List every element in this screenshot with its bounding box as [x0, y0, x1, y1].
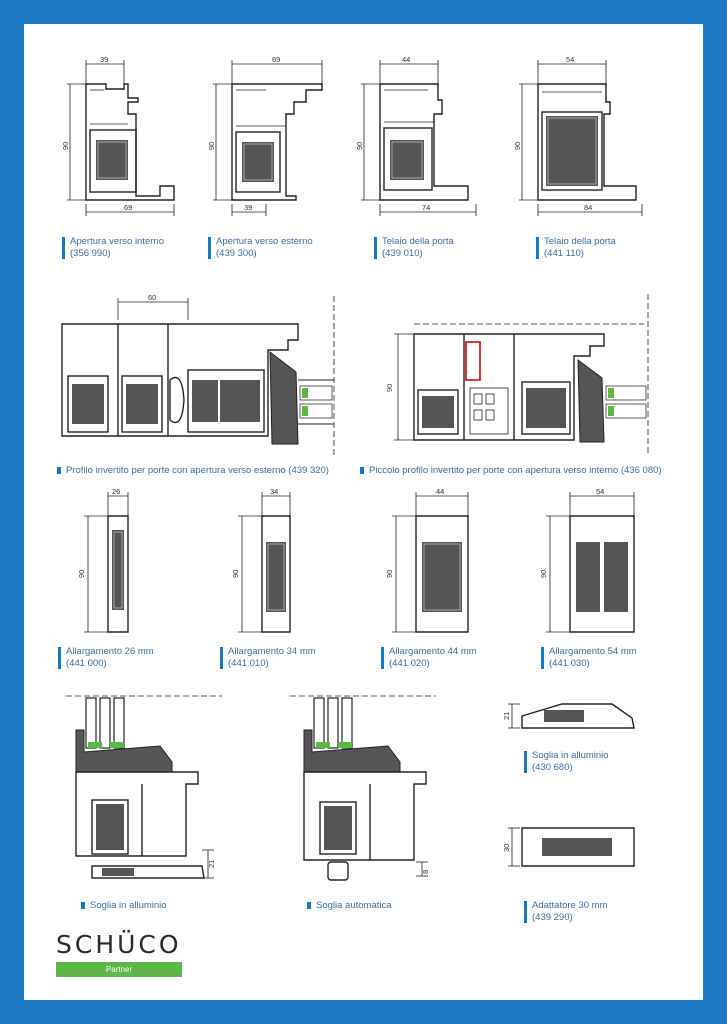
extension-drawing-44mm: 44 90 — [385, 487, 469, 633]
caption-title: Adattatore 30 mm — [532, 900, 608, 911]
caption-code: (430 680) — [532, 761, 573, 773]
caption-title: Telaio della porta — [382, 236, 454, 247]
caption-soglia-automatica: Soglia automatica — [307, 900, 436, 912]
caption-marker — [57, 467, 61, 474]
dim-bottom: 69 — [124, 203, 132, 212]
profile-drawing-441110: 54 84 90 — [513, 55, 643, 216]
caption-code: (441 020) — [389, 657, 430, 669]
dim-top: 39 — [100, 55, 108, 64]
dim-top: 44 — [436, 487, 444, 496]
dim-bottom: 84 — [584, 203, 592, 212]
dim-height: 90 — [231, 570, 240, 578]
profile-drawing-439300: 69 39 90 — [207, 55, 323, 216]
dim-height: 90 — [513, 142, 522, 150]
profile-drawing-439010: 44 74 90 — [355, 55, 477, 216]
threshold-drawing-aluminium: 21 — [66, 695, 222, 879]
dim-height: 90 — [355, 142, 364, 150]
caption-marker — [374, 237, 377, 259]
dim-top: 54 — [596, 487, 604, 496]
caption-allargamento-44: Allargamento 44 mm (441 020) — [381, 646, 499, 669]
schuco-partner-logo: SCHÜCO Partner — [56, 932, 182, 977]
adapter-profile-439290: 30 — [502, 827, 635, 867]
caption-title: Allargamento 34 mm — [228, 646, 316, 657]
threshold-profile-430680: 21 — [502, 703, 635, 729]
dim-top: 44 — [402, 55, 410, 64]
extension-drawing-34mm: 34 90 — [231, 487, 291, 633]
caption-marker — [62, 237, 65, 259]
caption-profilo-invertito-439320: Profilo invertito per porte con apertura… — [57, 465, 386, 477]
caption-profilo-invertito-436080: Piccolo profilo invertito per porte con … — [360, 465, 699, 477]
caption-telaio-439010: Telaio della porta (439 010) — [374, 236, 492, 259]
dim-top: 54 — [566, 55, 574, 64]
caption-code: (441 000) — [66, 657, 107, 669]
caption-title: Telaio della porta — [544, 236, 616, 247]
partner-badge: Partner — [56, 962, 182, 977]
caption-marker — [536, 237, 539, 259]
caption-allargamento-34: Allargamento 34 mm (441 010) — [220, 646, 338, 669]
dim-side: 8 — [421, 870, 430, 874]
caption-marker — [524, 901, 527, 923]
caption-marker — [524, 751, 527, 773]
caption-title: Profilo invertito per porte con apertura… — [66, 465, 329, 476]
page: 39 69 90 69 39 90 44 74 — [24, 24, 703, 1000]
caption-marker — [81, 902, 85, 909]
caption-code: (439 010) — [382, 247, 423, 259]
caption-title: Allargamento 26 mm — [66, 646, 154, 657]
dim-height: 90 — [207, 142, 216, 150]
caption-apertura-esterno: Apertura verso esterno (439 300) — [208, 236, 326, 259]
caption-code: (439 300) — [216, 247, 257, 259]
dim-top: 26 — [112, 487, 120, 496]
caption-marker — [541, 647, 544, 669]
dim-side: 21 — [502, 712, 511, 720]
dim-height: 90 — [539, 570, 548, 578]
dim-side: 21 — [207, 860, 216, 868]
dim-bottom: 39 — [244, 203, 252, 212]
dim-side: 30 — [502, 844, 511, 852]
assembly-drawing-436080: 90 — [385, 294, 649, 454]
caption-marker — [360, 467, 364, 474]
caption-adattatore-439290: Adattatore 30 mm (439 290) — [524, 900, 652, 923]
caption-marker — [220, 647, 223, 669]
dim-height: 90 — [77, 570, 86, 578]
dim-top: 60 — [148, 293, 156, 302]
caption-allargamento-26: Allargamento 26 mm (441 000) — [58, 646, 176, 669]
caption-title: Soglia in alluminio — [532, 750, 609, 761]
dim-bottom: 74 — [422, 203, 430, 212]
caption-soglia-430680: Soglia in alluminio (430 680) — [524, 750, 652, 773]
extension-drawing-26mm: 26 90 — [77, 487, 129, 633]
extension-drawing-54mm: 54 90 — [539, 487, 635, 633]
logo-wordmark: SCHÜCO — [56, 930, 182, 959]
caption-title: Allargamento 44 mm — [389, 646, 477, 657]
dim-height: 90 — [61, 142, 70, 150]
dim-height: 90 — [385, 570, 394, 578]
caption-allargamento-54: Allargamento 54 mm (441 030) — [541, 646, 659, 669]
caption-telaio-441110: Telaio della porta (441 110) — [536, 236, 654, 259]
caption-marker — [58, 647, 61, 669]
caption-code: (441 110) — [544, 247, 584, 259]
threshold-drawing-automatic: 8 — [290, 695, 436, 881]
profile-drawing-356990: 39 69 90 — [61, 55, 175, 216]
dim-height: 90 — [385, 384, 394, 392]
caption-code: (356 990) — [70, 247, 111, 259]
caption-title: Apertura verso interno — [70, 236, 164, 247]
dim-top: 69 — [272, 55, 280, 64]
caption-soglia-alluminio: Soglia in alluminio — [81, 900, 210, 912]
caption-code: (439 290) — [532, 911, 573, 923]
caption-code: (441 030) — [549, 657, 590, 669]
caption-marker — [381, 647, 384, 669]
caption-title: Piccolo profilo invertito per porte con … — [369, 465, 662, 476]
caption-marker — [208, 237, 211, 259]
caption-title: Allargamento 54 mm — [549, 646, 637, 657]
caption-title: Soglia automatica — [316, 900, 392, 911]
caption-title: Apertura verso esterno — [216, 236, 313, 247]
caption-code: (441 010) — [228, 657, 269, 669]
dim-top: 34 — [270, 487, 278, 496]
caption-marker — [307, 902, 311, 909]
caption-apertura-interno: Apertura verso interno (356 990) — [62, 236, 180, 259]
assembly-drawing-439320: 60 — [61, 293, 335, 456]
caption-title: Soglia in alluminio — [90, 900, 167, 911]
